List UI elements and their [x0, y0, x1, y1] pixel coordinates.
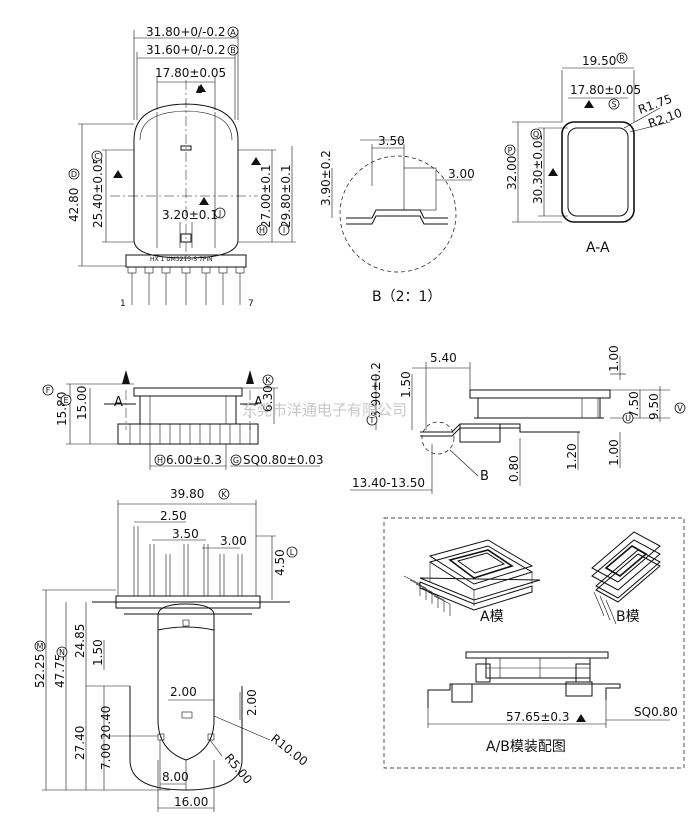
- assembly-label-a: A模: [480, 609, 504, 625]
- side-dim-top: 6.30: [261, 385, 275, 412]
- marker-m: M: [37, 642, 44, 651]
- side-dim-pitch: 6.00±0.3: [166, 453, 222, 467]
- side-view: A A 15.80 F 15.00 E 6.30 K H 6.00±0.3 G …: [42, 370, 324, 470]
- bottom-dim-h3: 24.85: [73, 624, 87, 658]
- marker-k: K: [221, 490, 227, 499]
- marker-u: U: [625, 414, 631, 423]
- assembly-box: A模 B模: [383, 517, 685, 769]
- aa-dim-w2: 17.80±0.05: [570, 83, 641, 97]
- side-section-mark-left: A: [114, 395, 123, 410]
- detail-b: 3.50 3.00 3.90±0.2 B（2：1）: [319, 134, 475, 305]
- marker-v: V: [677, 404, 683, 413]
- profile-view: B 5.40 3.90±0.2 T 1.50 13.40-13.50 1.00 …: [350, 345, 686, 494]
- assembly-side: 57.65±0.3 SQ0.80: [427, 651, 678, 728]
- marker-j: J: [218, 209, 221, 218]
- marker-e: E: [63, 396, 68, 405]
- profile-dim-h2: 1.50: [399, 371, 413, 398]
- marker-q: Q: [533, 130, 539, 139]
- watermark: 东莞市洋通电子有限公司: [242, 401, 407, 419]
- assembly-label-b: B模: [616, 609, 640, 625]
- marker-b: B: [230, 46, 236, 55]
- front-dim-w2: 31.60+0/-0.2: [146, 43, 226, 57]
- profile-dim-h1: 3.90±0.2: [369, 362, 383, 418]
- bottom-view: 39.80 K 2.50 3.50 3.00 4.50: [33, 487, 310, 812]
- bottom-dim-p1: 2.50: [160, 509, 187, 523]
- side-dim-h-inner: 15.00: [75, 386, 89, 420]
- bottom-dim-h4: 1.50: [91, 639, 105, 666]
- bottom-dim-s2: 2.00: [245, 689, 259, 716]
- profile-dim-r3: 9.50: [647, 393, 661, 420]
- assembly-dim-len: 57.65±0.3: [506, 710, 570, 724]
- profile-dim-len: 13.40-13.50: [352, 476, 425, 490]
- marker-l: L: [290, 548, 295, 557]
- profile-dim-b1: 0.80: [507, 455, 521, 482]
- bottom-dim-w: 39.80: [170, 487, 204, 501]
- profile-dim-b2: 1.20: [565, 443, 579, 470]
- assembly-dim-pin: SQ0.80: [634, 705, 678, 719]
- bottom-dim-p2: 3.50: [172, 527, 199, 541]
- marker-h: H: [259, 226, 265, 235]
- bottom-dim-pin-h: 4.50: [273, 549, 287, 576]
- marker-a: A: [230, 28, 236, 37]
- section-aa: 19.50 R 17.80±0.05 S R1.75 R2.10 32.00 P…: [504, 52, 684, 256]
- marker-n: N: [59, 648, 65, 657]
- bottom-dim-h5: 20.40: [99, 706, 113, 740]
- detail-b-dim-d1: 3.50: [378, 134, 405, 148]
- bottom-dim-r2: R5.00: [222, 751, 255, 787]
- profile-dim-b3: 1.00: [607, 439, 621, 466]
- aa-dim-h1: 32.00: [505, 156, 519, 190]
- front-dim-slot: 3.20±0.1: [162, 208, 218, 222]
- marker-h-side: H: [157, 456, 163, 465]
- detail-b-caption: B（2：1）: [372, 289, 441, 305]
- front-part-text: HX 1 UM3215-S 7PIN: [150, 256, 213, 263]
- marker-d: D: [71, 170, 77, 179]
- profile-dim-r1: 1.00: [607, 345, 621, 372]
- marker-g: G: [233, 456, 239, 465]
- profile-detail-label: B: [480, 469, 489, 484]
- aa-dim-w1: 19.50: [582, 54, 616, 68]
- marker-f: F: [46, 386, 51, 395]
- profile-dim-r2: 7.50: [627, 391, 641, 418]
- bottom-dim-p3: 3.00: [220, 534, 247, 548]
- assembly-caption: A/B模装配图: [486, 739, 566, 755]
- front-dim-h2: 27.00±0.1: [259, 165, 273, 229]
- aa-caption: A-A: [586, 240, 610, 256]
- pin-first-label: 1: [120, 299, 126, 309]
- pin-last-label: 7: [248, 299, 254, 309]
- detail-b-dim-d3: 3.90±0.2: [319, 150, 333, 206]
- aa-dim-h2: 30.30±0.05: [531, 133, 545, 204]
- front-dim-h-total: 42.80: [67, 188, 81, 222]
- marker-c: C: [94, 152, 100, 161]
- bottom-dim-b2: 16.00: [174, 795, 208, 809]
- marker-i: I: [283, 226, 285, 235]
- front-dim-h1: 25.40±0.05: [91, 157, 105, 228]
- assembly-a-3d: [403, 539, 541, 616]
- marker-s: S: [611, 100, 616, 109]
- bottom-dim-h6: 27.40: [73, 726, 87, 760]
- front-view: 31.80+0/-0.2 A 31.60+0/-0.2 B 17.80±0.05…: [67, 25, 296, 309]
- profile-dim-top-len: 5.40: [430, 351, 457, 365]
- marker-t: T: [369, 416, 375, 425]
- front-dim-w3: 17.80±0.05: [155, 66, 226, 80]
- side-dim-pin: SQ0.80±0.03: [243, 453, 324, 467]
- marker-k-side: K: [265, 376, 271, 385]
- bottom-dim-total: 52.25: [33, 654, 47, 688]
- assembly-b-3d: [591, 531, 661, 625]
- bottom-dim-h7: 7.00: [99, 743, 113, 770]
- detail-b-dim-d2: 3.00: [448, 167, 475, 181]
- marker-p: P: [508, 146, 513, 155]
- side-section-mark-right: A: [254, 395, 263, 410]
- front-dim-h3: 29.80±0.1: [279, 165, 293, 229]
- bottom-dim-b1: 8.00: [162, 770, 189, 784]
- bottom-dim-s1: 2.00: [170, 685, 197, 699]
- bottom-dim-r1: R10.00: [268, 731, 310, 768]
- front-dim-w1: 31.80+0/-0.2: [146, 25, 226, 39]
- bottom-dim-h2: 47.75: [53, 654, 67, 688]
- marker-r: R: [619, 54, 625, 63]
